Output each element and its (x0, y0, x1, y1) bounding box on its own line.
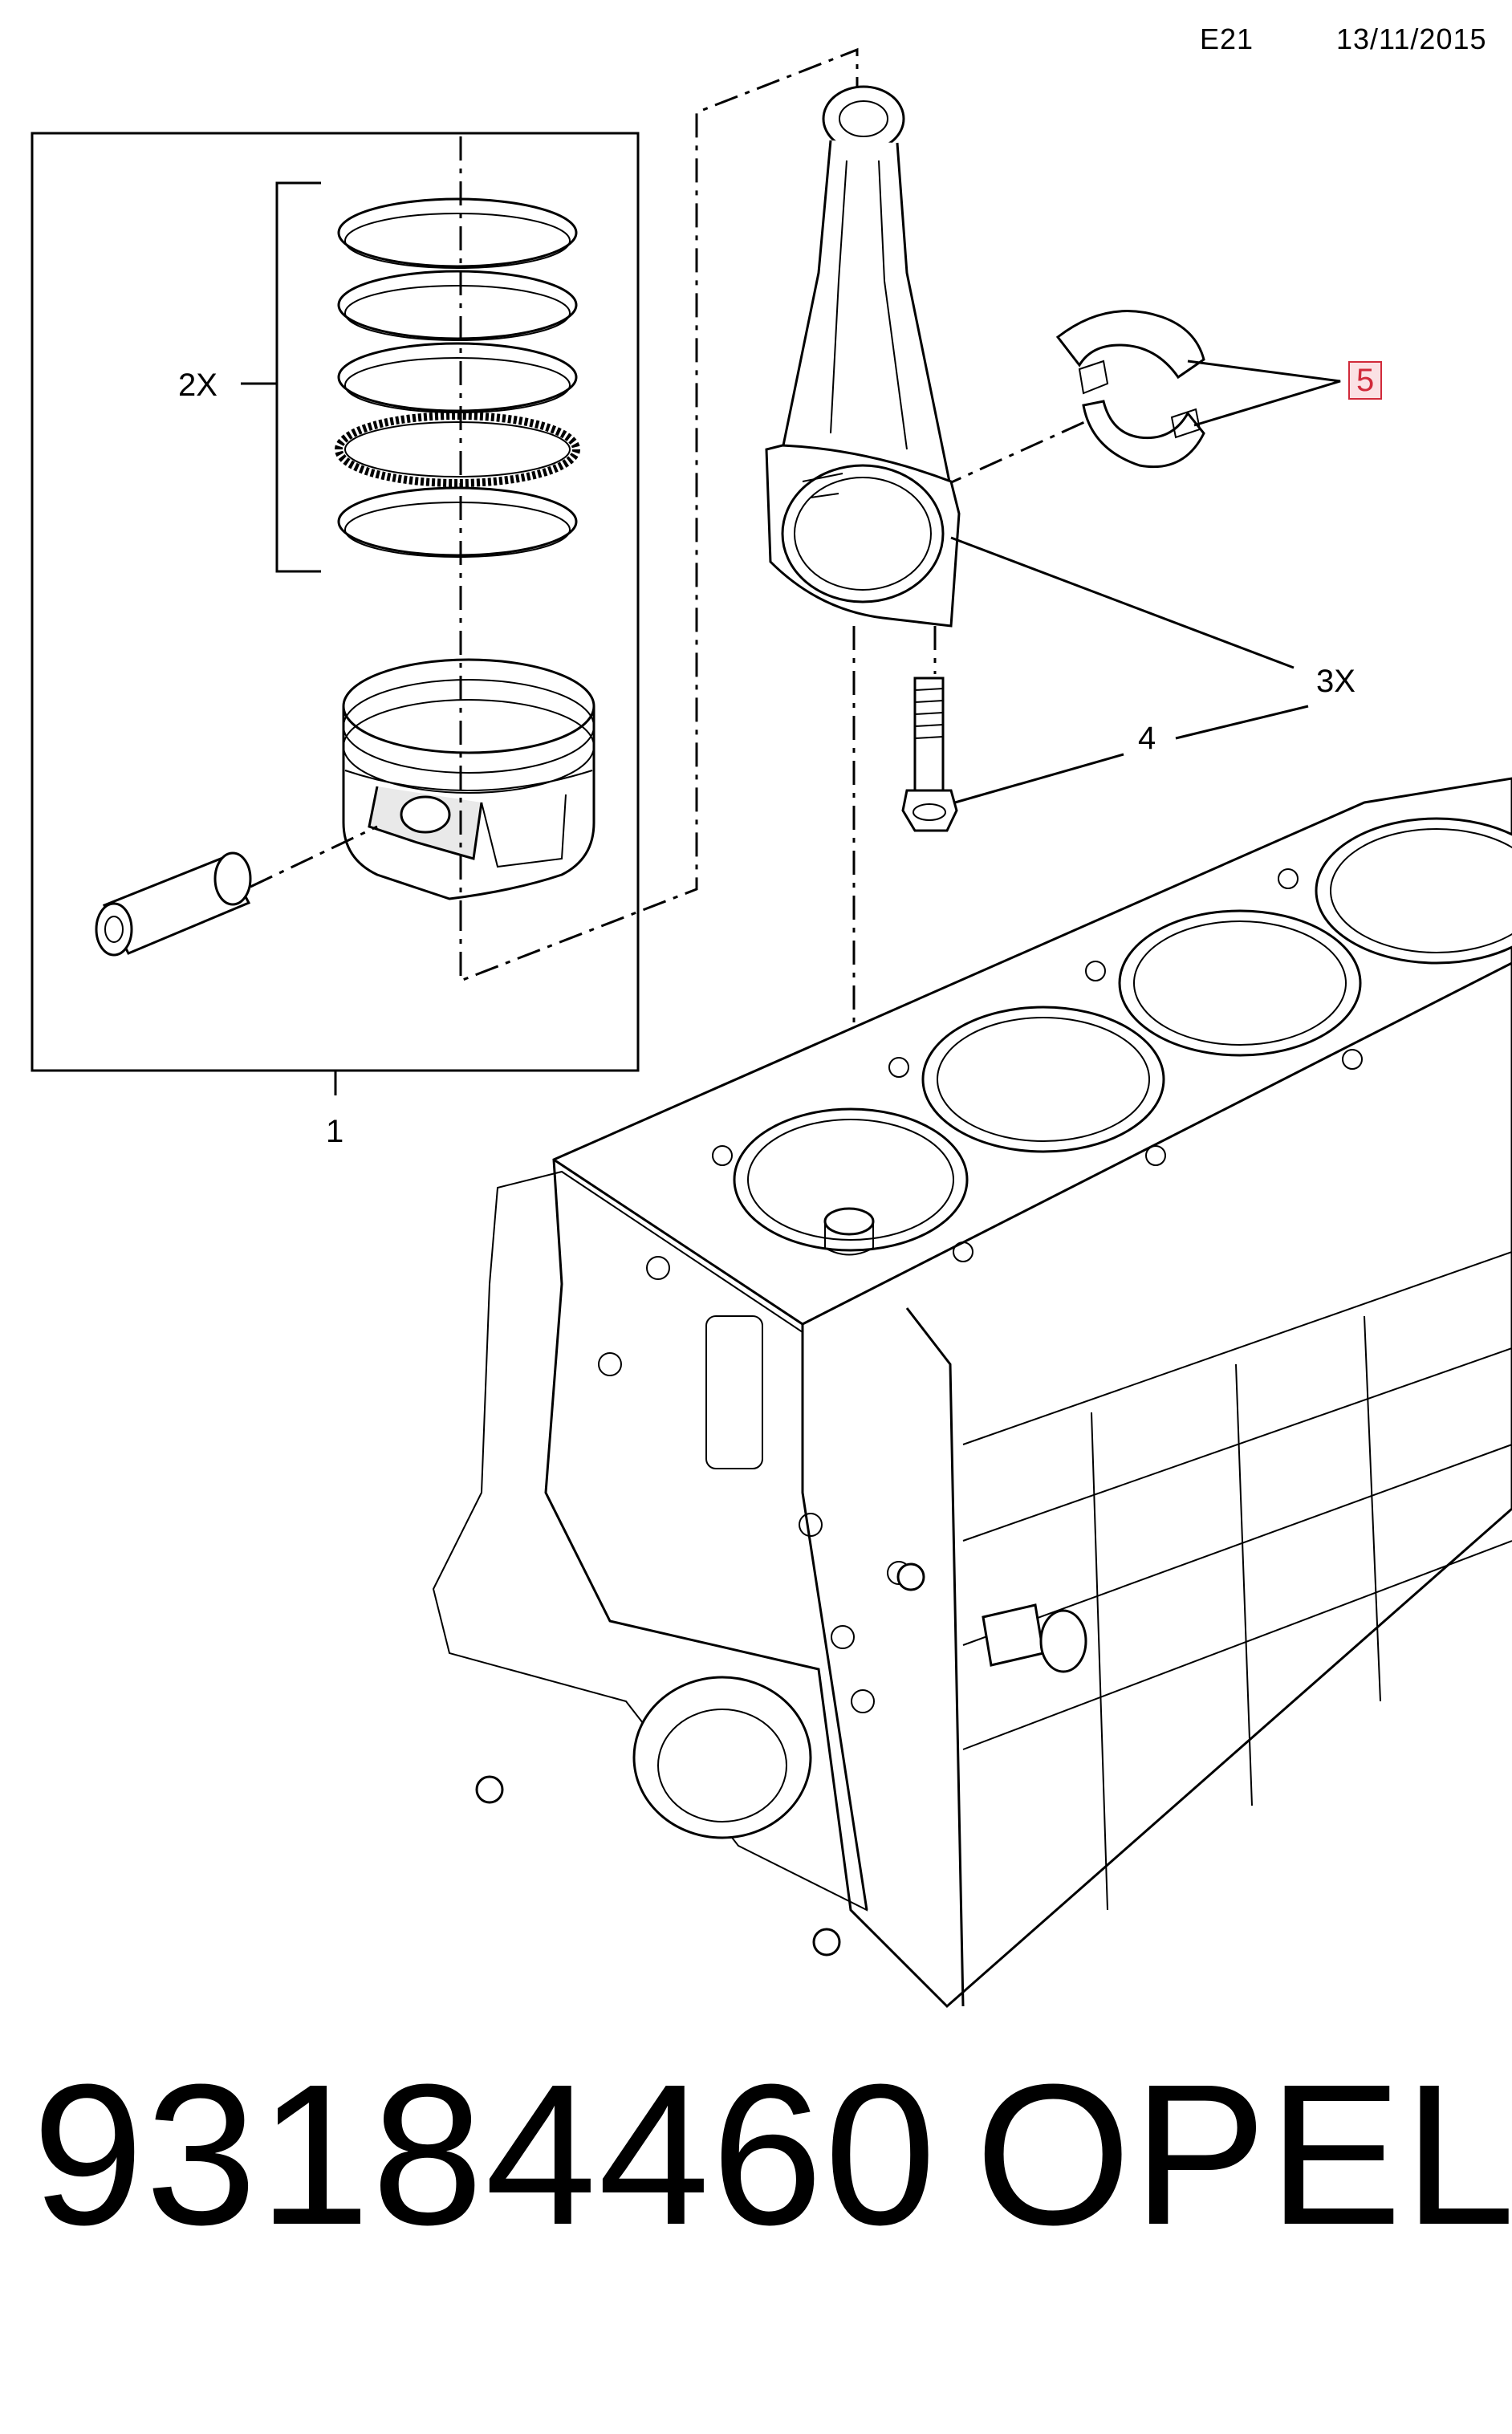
leader-line-3x-a (950, 536, 1295, 669)
piston-rings (335, 197, 580, 558)
diagram-code: E21 (1200, 22, 1254, 55)
rod-assembly-line (459, 47, 859, 983)
callout-bearing-highlighted[interactable]: 5 (1348, 361, 1383, 400)
rings-bracket (275, 181, 321, 573)
leader-line-5 (1187, 360, 1341, 427)
callout-piston-assembly: 1 (326, 1114, 344, 1149)
bearing-shells (1055, 310, 1205, 469)
engine-block (432, 777, 1512, 2009)
callout-rod-qty: 3X (1316, 664, 1356, 699)
leader-line-3x-b (1175, 705, 1309, 740)
leader-line-4 (954, 753, 1124, 804)
rod-bolt (901, 677, 958, 832)
bearing-axis-line (938, 417, 1092, 490)
pin-axis-line (250, 825, 378, 888)
callout-rings-qty: 2X (178, 368, 217, 403)
piston (342, 658, 595, 900)
callout-bolt: 4 (1138, 721, 1156, 756)
brand-name: OPEL (975, 2042, 1512, 2266)
piston-pin (95, 851, 252, 957)
part-number: 93184460 (32, 2042, 938, 2266)
diagram-date: 13/11/2015 (1336, 22, 1487, 55)
connecting-rod (765, 85, 961, 628)
